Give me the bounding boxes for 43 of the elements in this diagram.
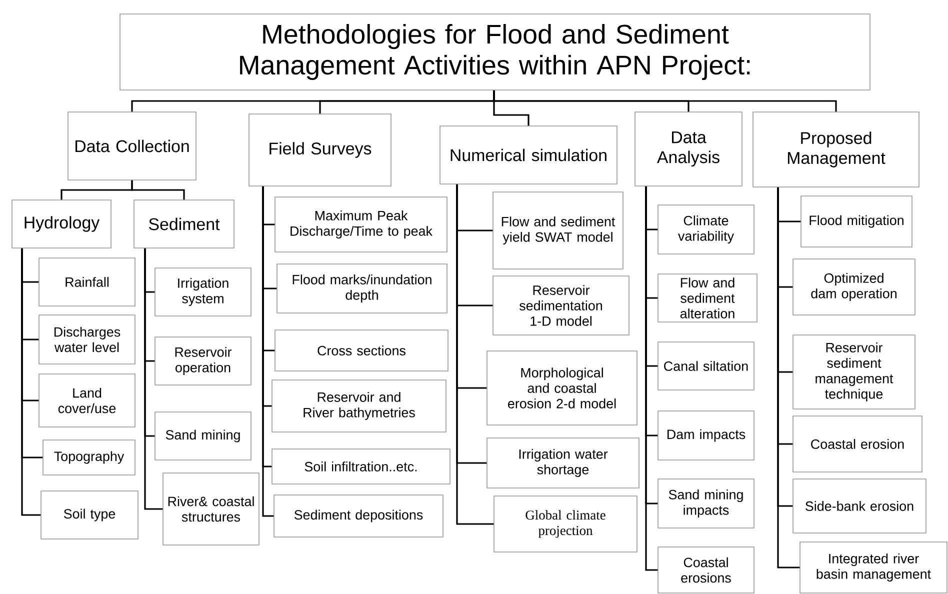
item-box: Cross sections — [274, 330, 448, 372]
item-box: River& coastal structures — [162, 472, 260, 546]
item-box: Flow and sediment yield SWAT model — [492, 192, 624, 270]
item-box: Maximum Peak Discharge/Time to peak — [274, 196, 448, 252]
item-box: Flood marks/inundation depth — [276, 264, 448, 314]
connector — [131, 179, 185, 201]
item-box: Morphological and coastal erosion 2-d model — [486, 350, 638, 426]
item-box: Sand mining — [154, 412, 252, 460]
item-box: Climate variability — [658, 204, 754, 254]
category-box: Field Surveys — [248, 114, 392, 186]
item-box: Irrigation water shortage — [486, 438, 640, 488]
item-box: Soil type — [40, 490, 138, 540]
category-box: Proposed Management — [752, 112, 920, 188]
category-box: Hydrology — [12, 200, 112, 248]
item-box: Land cover/use — [38, 374, 136, 428]
item-box: Reservoir operation — [154, 336, 252, 386]
category-box: Sediment — [134, 200, 234, 248]
item-box: Coastal erosion — [792, 416, 922, 472]
item-box: Reservoir sedimentation 1-D model — [492, 276, 630, 336]
item-box: Optimized dam operation — [792, 258, 916, 316]
connector — [21, 247, 42, 516]
item-box: Dam impacts — [658, 410, 754, 460]
item-box: Flood mitigation — [800, 196, 912, 248]
item-box: Integrated river basin management — [800, 542, 948, 594]
item-box: Reservoir sediment management technique — [792, 334, 916, 410]
item-box: Global climate projection — [494, 496, 638, 552]
title-box: Methodologies for Flood and Sediment Management Activities within APN Project: — [120, 14, 870, 90]
category-box: Numerical simulation — [440, 126, 618, 184]
category-box: Data Collection — [68, 112, 196, 180]
item-box: Soil infiltration..etc. — [272, 448, 450, 484]
item-box: Sediment depositions — [274, 494, 444, 538]
category-box: Data Analysis — [634, 112, 742, 186]
item-box: Sand mining impacts — [658, 478, 754, 528]
item-box: Rainfall — [38, 258, 136, 306]
connector — [144, 247, 164, 510]
item-box: Topography — [42, 440, 136, 476]
item-box: Irrigation system — [154, 268, 252, 316]
item-box: Canal siltation — [658, 342, 754, 390]
item-box: Side-bank erosion — [792, 478, 926, 534]
item-box: Reservoir and River bathymetries — [272, 380, 446, 432]
item-box: Flow and sediment alteration — [658, 274, 758, 322]
item-box: Discharges water level — [38, 314, 136, 364]
item-box: Coastal erosions — [658, 546, 754, 594]
